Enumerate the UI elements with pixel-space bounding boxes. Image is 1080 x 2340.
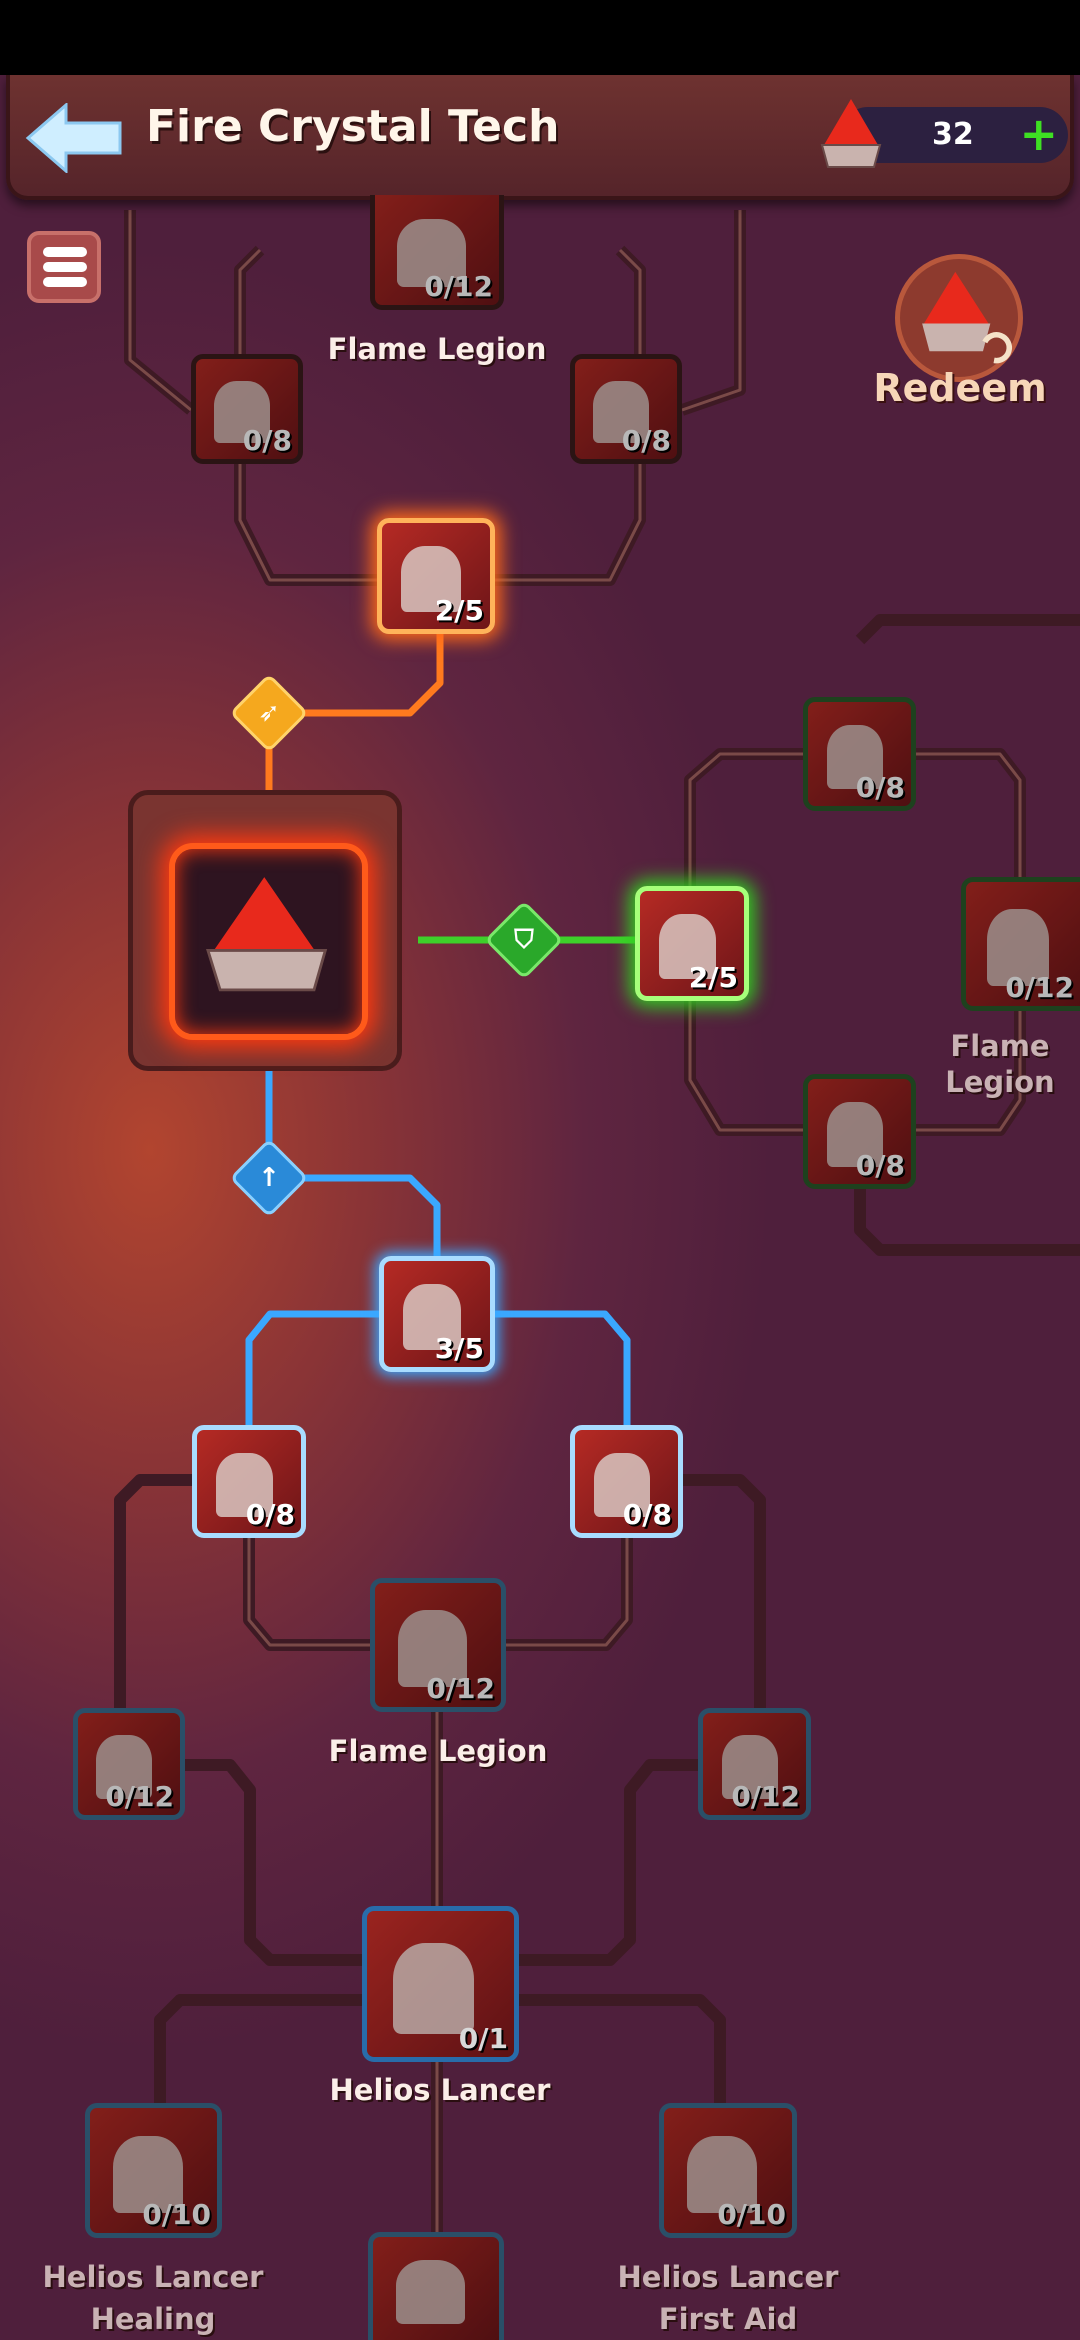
top-bar: Fire Crystal Tech 32 + xyxy=(6,75,1074,200)
tech-node-flame-legion[interactable]: 0/12 xyxy=(961,877,1080,1011)
tech-node[interactable]: 0/8 xyxy=(570,1425,683,1538)
spear-icon: ↑ xyxy=(258,1163,280,1193)
troop-icon xyxy=(401,546,461,613)
tech-node[interactable]: 0/12 xyxy=(698,1708,811,1820)
node-label: Flame Legion xyxy=(945,1029,1055,1099)
tech-node[interactable]: 0/8 xyxy=(192,1425,306,1538)
shield-icon: ⛉ xyxy=(514,924,534,955)
troop-icon xyxy=(96,1735,153,1799)
node-progress: 0/12 xyxy=(1005,971,1074,1004)
node-label: Flame Legion xyxy=(328,1734,548,1768)
list-icon xyxy=(43,247,87,257)
node-progress: 0/12 xyxy=(731,1780,800,1813)
node-progress: 0/8 xyxy=(621,424,671,457)
node-progress: 0/10 xyxy=(717,2198,786,2231)
troop-icon xyxy=(721,1735,779,1799)
troop-icon xyxy=(593,381,650,443)
node-progress: 0/1 xyxy=(458,2022,508,2055)
troop-icon xyxy=(593,1452,651,1517)
troop-icon xyxy=(215,1452,273,1517)
lancer-icon xyxy=(393,1943,475,2034)
tech-node[interactable]: 0/12 xyxy=(73,1708,185,1820)
node-progress: 3/5 xyxy=(434,1332,484,1365)
troop-icon xyxy=(397,219,466,288)
tech-node[interactable]: 0/8 xyxy=(191,354,303,464)
tech-node-flame-legion[interactable]: 0/12 xyxy=(370,1578,506,1712)
bow-icon: ➶ xyxy=(258,698,280,728)
tech-node-active-blue[interactable]: 3/5 xyxy=(379,1256,495,1372)
list-icon-bar xyxy=(43,277,87,287)
fire-crystal-core[interactable] xyxy=(112,790,418,1071)
tech-node-helios-lancer[interactable]: 0/1 xyxy=(362,1906,519,2062)
node-progress: 0/12 xyxy=(105,1780,174,1813)
add-currency-button[interactable]: + xyxy=(1019,107,1058,161)
tech-node[interactable]: 0/8 xyxy=(803,697,916,811)
node-progress: 0/12 xyxy=(424,270,493,303)
core-glow xyxy=(169,843,368,1040)
page-title: Fire Crystal Tech xyxy=(146,101,560,152)
node-label: Helios Lancer First Aid xyxy=(617,2260,839,2336)
tech-node[interactable] xyxy=(368,2232,504,2340)
node-progress: 0/8 xyxy=(245,1498,295,1531)
troop-icon xyxy=(214,381,271,443)
redeem-button[interactable] xyxy=(895,254,1023,382)
node-label: Helios Lancer Healing xyxy=(42,2260,264,2336)
lancer-icon xyxy=(687,2135,758,2213)
node-progress: 2/5 xyxy=(688,961,738,994)
lancer-icon xyxy=(395,2259,465,2324)
troop-icon xyxy=(986,909,1050,987)
node-progress: 0/8 xyxy=(242,424,292,457)
node-progress: 0/12 xyxy=(426,1672,495,1705)
tech-node[interactable]: 0/8 xyxy=(570,354,682,464)
troop-icon xyxy=(403,1284,462,1351)
node-progress: 2/5 xyxy=(434,594,484,627)
troop-icon xyxy=(658,914,716,980)
fire-crystal-exchange-icon xyxy=(922,271,1013,364)
tech-node-helios-lancer-first-aid[interactable]: 0/10 xyxy=(659,2103,797,2238)
troop-icon xyxy=(397,1610,467,1688)
troop-icon xyxy=(826,1102,884,1168)
tech-node-active-green[interactable]: 2/5 xyxy=(635,886,749,1001)
node-progress: 0/8 xyxy=(622,1498,672,1531)
menu-button[interactable] xyxy=(27,231,101,303)
tech-node[interactable]: 0/8 xyxy=(803,1074,916,1189)
currency-amount: 32 xyxy=(932,117,974,152)
status-bar xyxy=(0,0,1080,75)
tech-node-helios-lancer-healing[interactable]: 0/10 xyxy=(85,2103,222,2238)
lancer-icon xyxy=(112,2135,183,2213)
node-progress: 0/8 xyxy=(855,771,905,804)
node-label: Flame Legion xyxy=(327,332,547,366)
node-progress: 0/8 xyxy=(855,1149,905,1182)
redeem-label[interactable]: Redeem xyxy=(873,366,1047,410)
fire-crystal-icon xyxy=(206,877,328,992)
node-label: Helios Lancer xyxy=(329,2073,551,2107)
list-icon-bar xyxy=(43,262,87,272)
back-arrow-icon[interactable] xyxy=(24,103,124,173)
node-progress: 0/10 xyxy=(142,2198,211,2231)
fire-crystal-icon xyxy=(820,99,882,168)
tech-node-flame-legion[interactable]: 0/12 xyxy=(370,195,504,310)
troop-icon xyxy=(826,724,884,790)
tech-node-active-orange[interactable]: 2/5 xyxy=(377,518,495,634)
